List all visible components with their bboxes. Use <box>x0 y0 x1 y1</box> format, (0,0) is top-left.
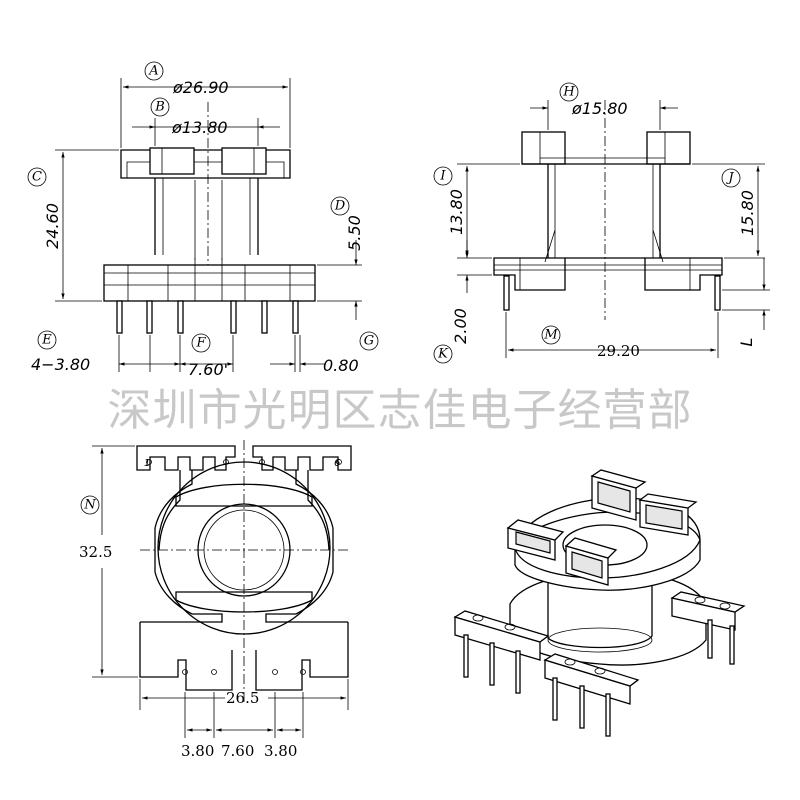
label-I-circle <box>433 166 453 186</box>
label-E: E <box>41 333 52 348</box>
iso-pins <box>463 619 735 737</box>
label-M: M <box>543 328 558 343</box>
label-J: J <box>725 171 734 186</box>
pin-6-label: 6 <box>334 458 340 469</box>
isometric-view <box>453 469 746 737</box>
dim-H-value: ø15.80 <box>571 99 628 118</box>
top-view: 1 6 N 32.5 26.5 3.80 7.60 3.80 <box>79 440 352 760</box>
front-pins <box>116 300 299 334</box>
label-I: I <box>439 169 446 184</box>
dim-F-value: 7.60' <box>188 360 228 379</box>
label-N-circle <box>80 495 100 515</box>
label-C: C <box>32 170 42 185</box>
label-G-circle <box>359 331 379 351</box>
dim-K-value: 2.00 <box>451 308 470 344</box>
label-L: L <box>737 338 756 347</box>
label-K-circle <box>433 344 453 364</box>
label-E-circle <box>37 330 57 350</box>
label-J-circle <box>721 168 741 188</box>
label-F: F <box>195 336 206 351</box>
label-A: A <box>148 64 158 79</box>
label-C-circle <box>27 167 47 187</box>
label-D: D <box>334 199 346 214</box>
dim-G-value: 0.80 <box>323 356 359 375</box>
dim-width-value: 26.5 <box>226 689 259 707</box>
label-A-circle <box>144 61 164 81</box>
dim-B-value: ø13.80 <box>171 118 228 137</box>
label-M-circle <box>541 325 561 345</box>
dim-pitch-mid: 7.60 <box>221 742 254 760</box>
dim-pitch-left: 3.80 <box>181 742 214 760</box>
label-H-circle <box>559 82 579 102</box>
dim-J-value: 15.80 <box>738 190 757 236</box>
label-B-circle <box>150 97 170 117</box>
dim-pitch-right: 3.80 <box>264 742 297 760</box>
label-N: N <box>83 498 96 513</box>
watermark-text: 深圳市光明区志佳电子经营部 <box>108 385 693 436</box>
dim-N-value: 32.5 <box>79 543 112 561</box>
label-K: K <box>437 347 449 362</box>
pin-1-label: 1 <box>144 458 150 469</box>
dim-M-value: 29.20 <box>597 342 640 360</box>
top-pin-holes <box>146 459 342 675</box>
dim-I-value: 13.80 <box>447 189 466 235</box>
label-F-circle <box>191 333 211 353</box>
label-G: G <box>364 334 374 349</box>
dim-E-value: 4−3.80 <box>31 355 90 374</box>
label-H: H <box>562 85 575 100</box>
dim-C-value: 24.60 <box>43 203 62 249</box>
side-view: H ø15.80 I 13.80 K 2.00 J 15.80 L <box>433 82 770 364</box>
front-view: A ø26.90 B ø13.80 C 24.60 D 5.50 <box>27 61 379 379</box>
label-B: B <box>154 100 165 115</box>
dim-D-value: 5.50 <box>345 215 364 251</box>
dim-A-value: ø26.90 <box>172 78 229 97</box>
label-D-circle <box>330 196 350 216</box>
